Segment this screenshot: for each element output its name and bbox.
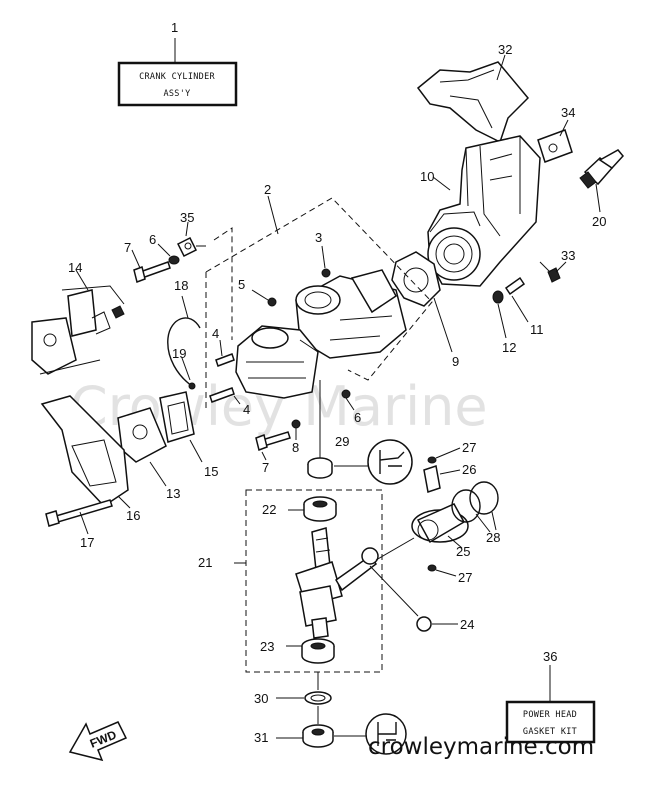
gasket-box-line-1: POWER HEAD [523,710,577,720]
callout-11: 11 [530,322,544,337]
head-gasket-9 [391,251,453,353]
callout-34: 34 [561,105,575,120]
callout-numbers: 1 32 34 10 20 2 35 6 7 3 33 14 5 18 4 19… [68,20,606,745]
cylinder-housing-10 [427,135,541,287]
bolt-7-lower [255,431,291,461]
callout-12: 12 [502,340,516,355]
callout-23: 23 [260,639,274,654]
callout-29: 29 [335,434,349,449]
bearing-22 [288,496,337,522]
callout-18: 18 [174,278,188,293]
fitting-35 [176,221,206,258]
callout-13: 13 [166,486,180,501]
bolt-33 [539,261,567,283]
piston-rings-28 [451,481,499,533]
crankcase-block [235,269,407,399]
crank-box-line-2: ASS'Y [163,89,190,99]
callout-14: 14 [68,260,82,275]
bolt-7-upper [131,249,171,283]
crankshaft-assembly-outline-21 [234,489,383,673]
callout-8: 8 [292,440,299,455]
piston-pin-26 [423,465,461,493]
oil-seal-30 [276,672,332,705]
gasket-box-line-2: GASKET KIT [523,727,577,737]
bolt-11 [504,276,529,323]
callout-31: 31 [254,730,268,745]
callout-9: 9 [452,354,459,369]
intake-gasket-15 [159,391,203,463]
callout-21: 21 [198,555,212,570]
callout-15: 15 [204,464,218,479]
bracket-16 [40,395,131,509]
callout-28: 28 [486,530,500,545]
callout-27-lower: 27 [458,570,472,585]
callout-4-upper: 4 [212,326,219,341]
site-url: crowleymarine.com [368,734,594,760]
oil-seal-31 [276,706,407,755]
oil-seal-29 [307,380,413,485]
washer-6 [157,243,180,265]
reed-housing-13 [117,407,167,487]
clip-27-upper [427,447,461,464]
callout-36: 36 [543,649,557,664]
plate-34 [537,119,573,163]
callout-22: 22 [262,502,276,517]
dowel-3 [321,245,331,278]
fwd-arrow: FWD [68,721,128,762]
callout-16: 16 [126,508,140,523]
spark-plug-20 [579,149,624,213]
callout-17: 17 [80,535,94,550]
cylinder-assembly-outline-2 [205,195,433,412]
callout-2: 2 [264,182,271,197]
callout-27-upper: 27 [462,440,476,455]
callout-19: 19 [172,346,186,361]
callout-3: 3 [315,230,322,245]
callout-32: 32 [498,42,512,57]
crank-cylinder-label-box: CRANK CYLINDER ASS'Y [117,38,238,107]
bolt-17 [45,499,113,535]
gasket-kit-label-box: POWER HEAD GASKET KIT [505,665,596,744]
callout-4-lower: 4 [243,402,250,417]
dowel-5 [251,289,277,307]
callout-5: 5 [238,277,245,292]
callout-25: 25 [456,544,470,559]
callout-24: 24 [460,617,474,632]
cover-gasket-32 [416,54,530,144]
screw-4-lower [209,387,241,405]
reed-valve-14 [31,269,125,375]
callout-1: 1 [171,20,178,35]
callout-33: 33 [561,248,575,263]
bearing-23 [286,638,335,664]
dowel-6 [341,389,355,411]
callout-20: 20 [592,214,606,229]
callout-7-upper: 7 [124,240,131,255]
clip-27-lower [427,564,457,577]
callout-10: 10 [420,169,434,184]
callout-35: 35 [180,210,194,225]
callout-30: 30 [254,691,268,706]
callout-6-lower: 6 [354,410,361,425]
callout-6-upper: 6 [149,232,156,247]
callout-7-lower: 7 [262,460,269,475]
screw-4-upper [215,339,235,367]
piston-25 [375,503,469,561]
callout-26: 26 [462,462,476,477]
washer-8 [291,419,301,440]
washer-12 [492,290,507,339]
crank-box-line-1: CRANK CYLINDER [139,72,215,82]
needle-bearing-24 [369,565,458,632]
crankshaft [295,527,379,639]
circlip-18 [167,295,201,390]
